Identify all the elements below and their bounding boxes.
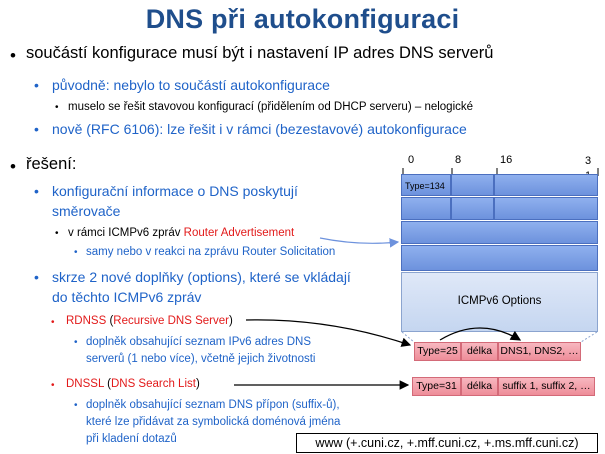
item-options-l2: do těchto ICMPv6 zpráv (52, 289, 202, 305)
rdnss-type-field: Type=25 (414, 342, 461, 361)
rdnss-length-field: délka (461, 342, 498, 361)
rdnss-servers-field: DNS1, DNS2, … (498, 342, 581, 361)
item-router-solicitation: samy nebo v reakci na zprávu Router Soli… (86, 246, 336, 258)
bullet-dot: • (55, 102, 59, 113)
item-dnssl-desc-l3: při kladení dotazů (86, 433, 177, 445)
bullet-dot: • (34, 269, 39, 285)
bit-8-label: 8 (455, 154, 462, 166)
example-domain-box: www (+.cuni.cz, +.mff.cuni.cz, +.ms.mff.… (296, 433, 598, 453)
header-row-2b (451, 197, 494, 220)
dnssl-suffixes-field: suffix 1, suffix 2, … (498, 377, 595, 396)
bullet-dot: • (51, 380, 55, 391)
header-row-2c (494, 197, 598, 220)
item-rdnss-desc-l2: serverů (1 nebo více), včetně jejich živ… (86, 353, 316, 365)
bullet-dot: • (10, 46, 16, 65)
header-row-4 (401, 245, 598, 271)
bit-0-label: 0 (408, 154, 415, 166)
item-rfc6106: nově (RFC 6106): lze řešit i v rámci (be… (52, 121, 467, 137)
dnssl-type-field: Type=31 (412, 377, 461, 396)
icmpv6-options-box: ICMPv6 Options (401, 272, 598, 332)
dnssl-length-field: délka (461, 377, 498, 396)
bullet-dot: • (55, 228, 59, 239)
checksum-field (494, 174, 598, 196)
bullet-dot: • (10, 157, 16, 176)
item-router-advertisement: v rámci ICMPv6 zpráv Router Advertisemen… (68, 227, 295, 239)
bullet-dot: • (51, 317, 55, 328)
bullet-dot: • (34, 77, 39, 93)
header-row-2a (401, 197, 451, 220)
item-rdnss: RDNSS (Recursive DNS Server) (66, 315, 233, 327)
bullet-dot: • (74, 247, 78, 258)
item-originally: původně: nebylo to součástí autokonfigur… (52, 77, 330, 93)
item-rdnss-desc-l1: doplněk obsahující seznam IPv6 adres DNS (86, 336, 312, 348)
header-row-3 (401, 221, 598, 244)
bullet-dot: • (34, 183, 39, 199)
item-routers-l2: směrovače (52, 203, 121, 219)
item-options-l1: skrze 2 nové doplňky (options), které se… (52, 269, 351, 285)
item-solution: řešení: (26, 155, 77, 173)
bullet-dot: • (74, 400, 78, 411)
item-dns-config: součástí konfigurace musí být i nastaven… (26, 44, 494, 62)
item-dhcp: muselo se řešit stavovou konfigurací (př… (68, 101, 474, 113)
item-dnssl-desc-l1: doplněk obsahující seznam DNS přípon (su… (86, 399, 340, 411)
bullet-dot: • (34, 121, 39, 137)
type-field: Type=134 (401, 174, 451, 196)
bullet-dot: • (74, 337, 78, 348)
item-dnssl: DNSSL (DNS Search List) (66, 378, 200, 390)
item-dnssl-desc-l2: které lze přidávat za symbolická doménov… (86, 416, 341, 428)
code-field (451, 174, 494, 196)
item-routers-l1: konfigurační informace o DNS poskytují (52, 183, 298, 199)
bit-16-label: 16 (500, 154, 513, 166)
slide-title: DNS při autokonfiguraci (145, 4, 460, 34)
